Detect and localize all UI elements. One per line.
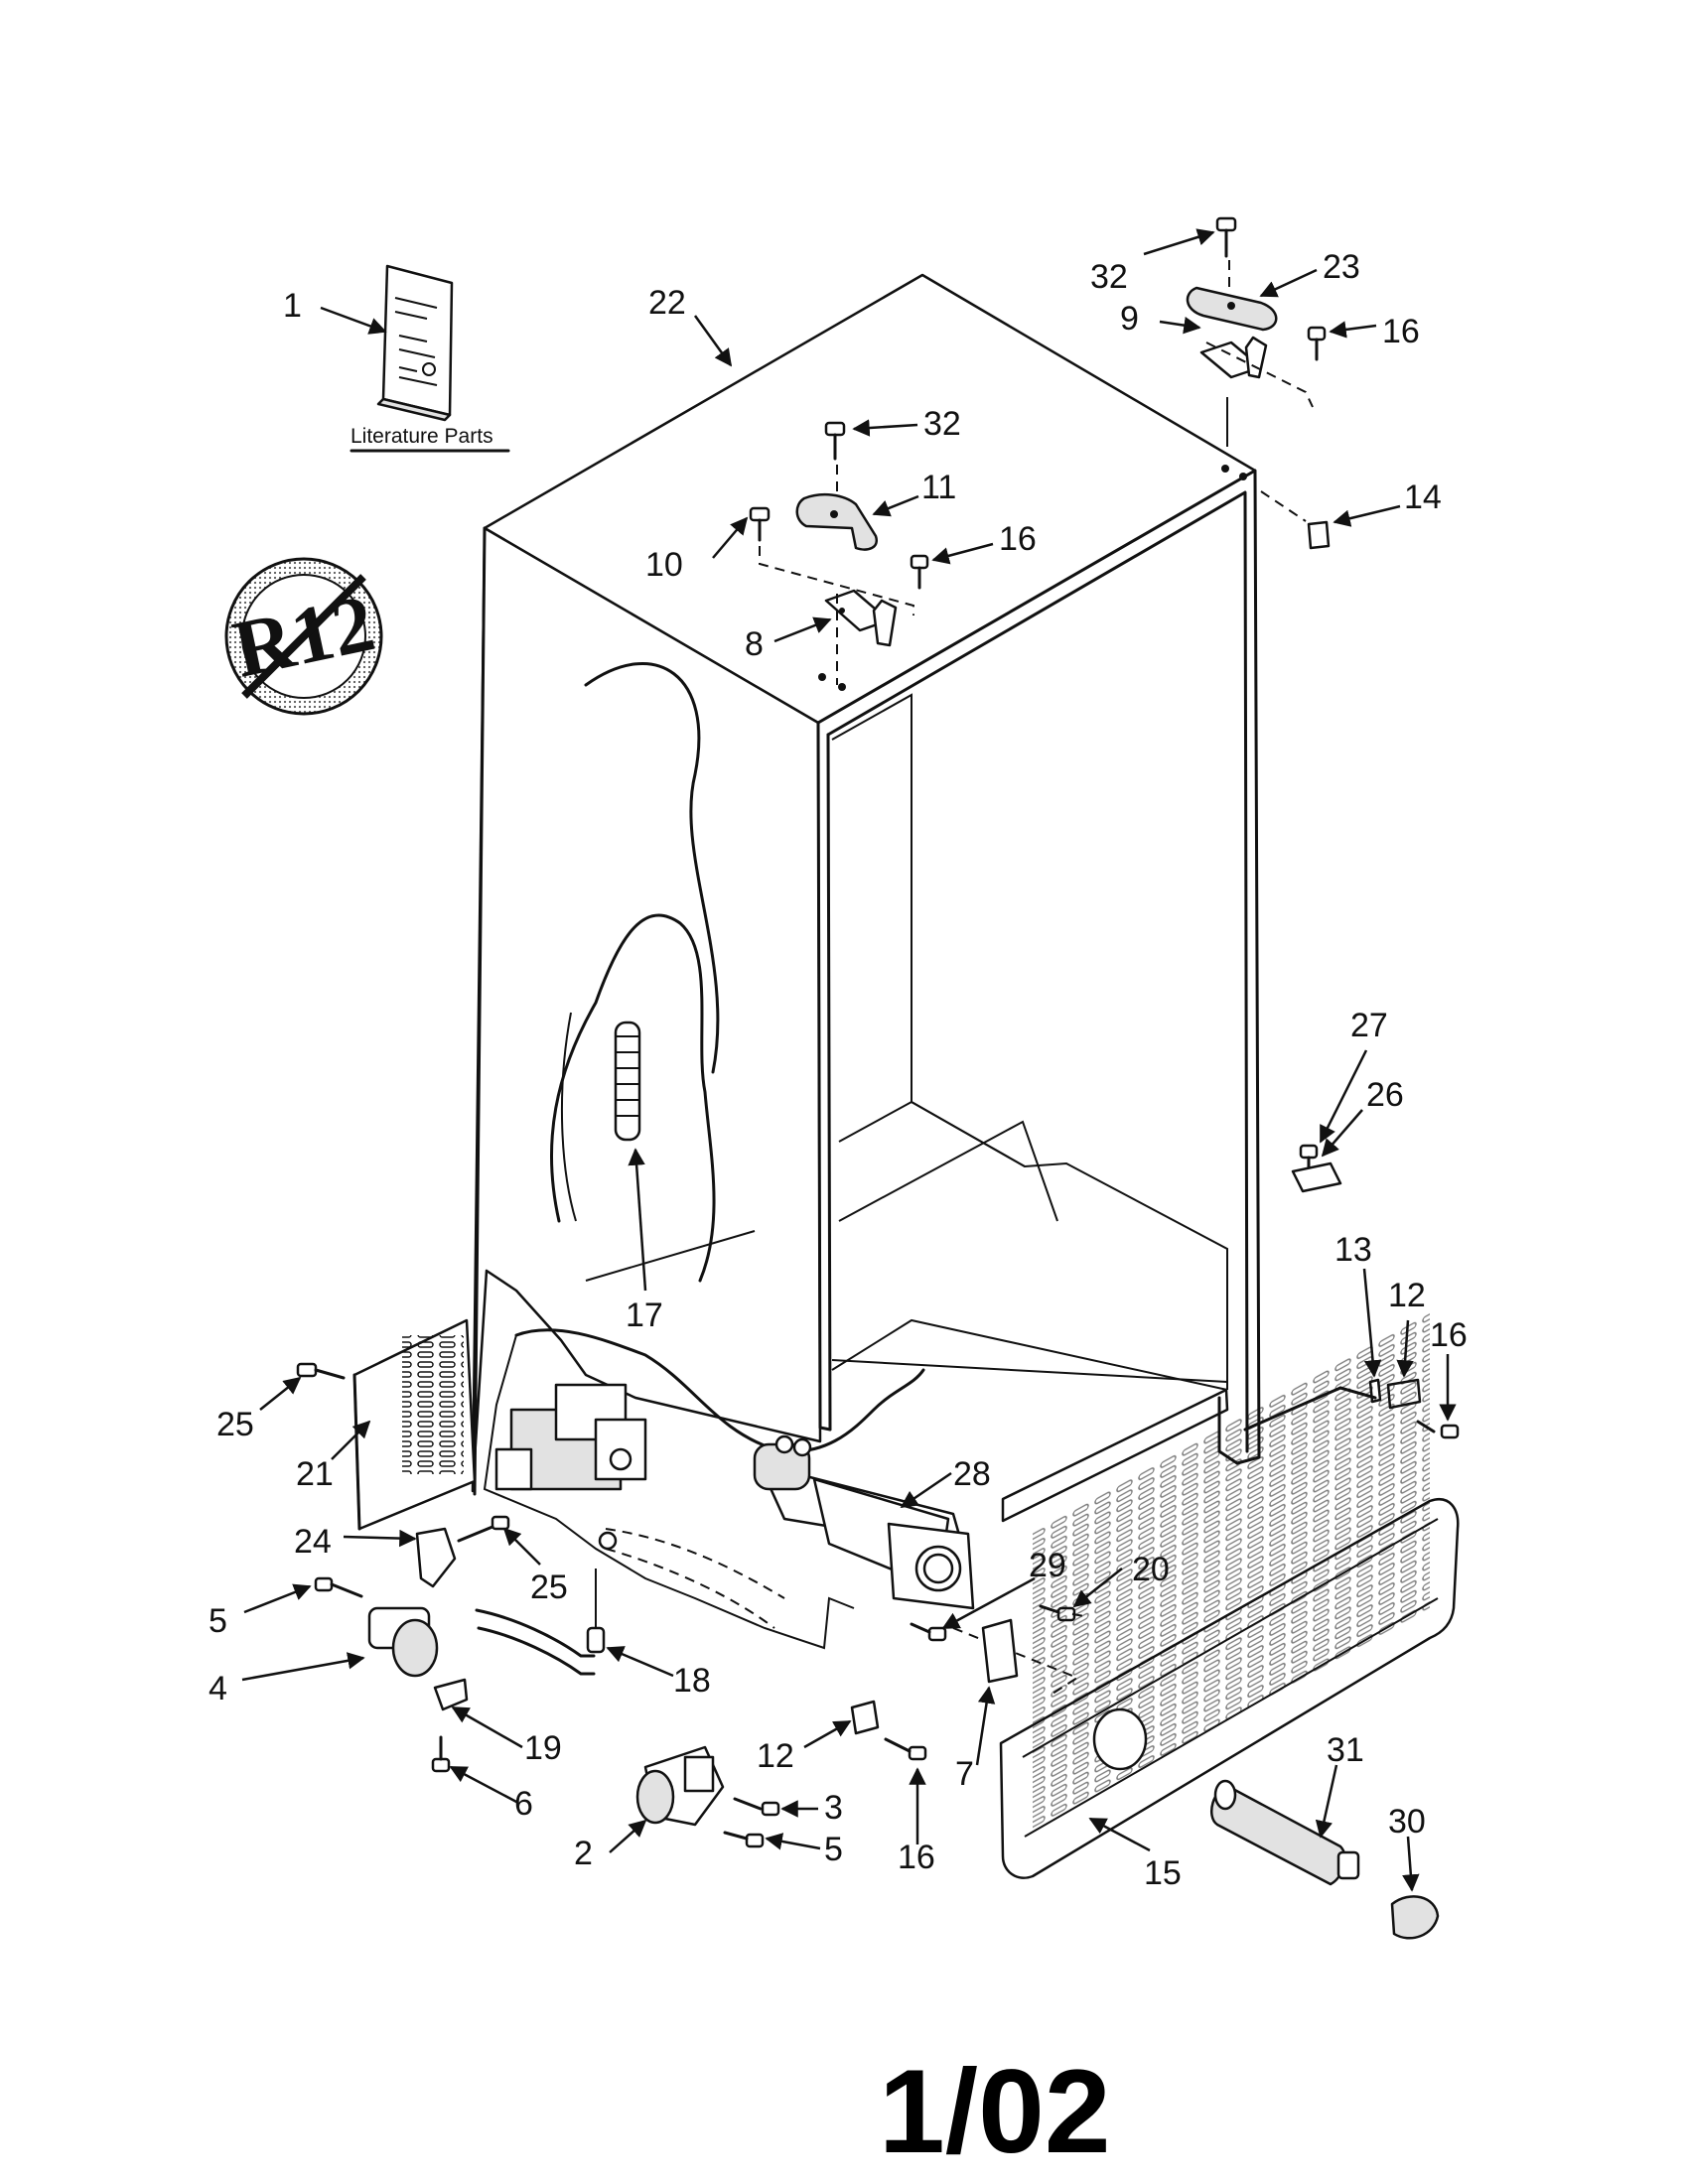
callout-19: 19 <box>524 1729 562 1767</box>
base-grille-15 <box>999 1311 1460 1879</box>
callout-16-top: 16 <box>1382 313 1420 350</box>
leader-arrows <box>241 228 1457 1892</box>
literature-booklet <box>376 264 454 422</box>
callout-8: 8 <box>745 625 764 663</box>
screw-32-top-right <box>1215 216 1237 258</box>
callout-28: 28 <box>953 1455 991 1493</box>
no-r12-badge: R12 <box>224 557 383 716</box>
screw-10 <box>749 506 771 542</box>
callout-5-bottom: 5 <box>824 1831 843 1868</box>
callout-2: 2 <box>574 1835 593 1872</box>
callout-13: 13 <box>1334 1231 1372 1269</box>
roller-4 <box>367 1606 439 1678</box>
callout-27: 27 <box>1350 1007 1388 1044</box>
callout-numbers: 1 22 32 23 16 9 32 11 14 10 16 8 27 26 1… <box>209 248 1468 1892</box>
hinge-12-lower <box>850 1700 880 1735</box>
callout-30: 30 <box>1388 1803 1426 1841</box>
literature-parts-label: Literature Parts <box>351 425 493 448</box>
top-hinge-cover-right <box>1186 286 1278 332</box>
callout-15: 15 <box>1144 1854 1182 1892</box>
bottom-hinge-2 <box>635 1745 725 1827</box>
callout-20: 20 <box>1132 1551 1170 1588</box>
callout-12-lower: 12 <box>757 1737 794 1775</box>
drain-tube-18 <box>475 1608 596 1658</box>
screw-25-lower <box>457 1515 510 1543</box>
callout-24: 24 <box>294 1523 332 1561</box>
callout-9: 9 <box>1120 300 1139 338</box>
callout-7: 7 <box>955 1755 974 1793</box>
callout-29: 29 <box>1029 1547 1066 1584</box>
screw-25-left <box>296 1362 346 1380</box>
screw-32-center <box>824 421 846 461</box>
bracket-7 <box>981 1618 1019 1684</box>
screw-16-lower <box>884 1737 927 1761</box>
hinge-plate-9 <box>1199 336 1268 379</box>
screw-16-top-right <box>1307 326 1327 361</box>
callout-25-lower: 25 <box>530 1569 568 1606</box>
callout-14: 14 <box>1404 478 1442 516</box>
callout-11: 11 <box>921 469 956 506</box>
callout-3: 3 <box>824 1789 843 1827</box>
water-valve <box>753 1434 975 1610</box>
hinge-pin-26 <box>1291 1161 1342 1193</box>
refrigerator-cabinet <box>471 273 1261 1523</box>
lower-cutaway <box>483 1328 925 1650</box>
screw-5-bottom <box>723 1831 765 1848</box>
callout-16-right: 16 <box>1430 1316 1468 1354</box>
screw-3 <box>733 1797 780 1817</box>
drain-coil <box>614 1021 641 1142</box>
callout-25-left: 25 <box>216 1406 254 1443</box>
callout-18: 18 <box>673 1662 711 1700</box>
clip-19 <box>433 1678 469 1711</box>
callout-12-right: 12 <box>1388 1277 1426 1314</box>
water-filter-31 <box>1210 1779 1360 1886</box>
hinge-plate-8 <box>824 589 898 647</box>
bracket-24 <box>415 1527 457 1588</box>
callout-16-center: 16 <box>999 520 1037 558</box>
callout-31: 31 <box>1327 1731 1364 1769</box>
page-number: 1/02 <box>879 2045 1111 2178</box>
screw-16-center <box>910 554 929 590</box>
callout-16-lower: 16 <box>898 1839 935 1876</box>
callout-10: 10 <box>645 546 683 584</box>
screw-5-left <box>314 1576 363 1598</box>
callout-1: 1 <box>283 287 302 325</box>
rear-access-panel <box>352 1318 477 1531</box>
callout-21: 21 <box>296 1455 334 1493</box>
top-hinge-cover-left <box>795 492 879 551</box>
callout-17: 17 <box>626 1297 663 1334</box>
callout-26: 26 <box>1366 1076 1404 1114</box>
callout-4: 4 <box>209 1670 227 1707</box>
spacer-14 <box>1307 520 1331 550</box>
callout-5-left: 5 <box>209 1602 227 1640</box>
callout-32-center: 32 <box>923 405 961 443</box>
callout-32-top: 32 <box>1090 258 1128 296</box>
callout-6: 6 <box>514 1785 533 1823</box>
screw-29 <box>910 1622 947 1642</box>
screw-6 <box>431 1735 451 1773</box>
filter-cap-30 <box>1390 1895 1440 1940</box>
callout-22: 22 <box>648 284 686 322</box>
callout-23: 23 <box>1323 248 1360 286</box>
